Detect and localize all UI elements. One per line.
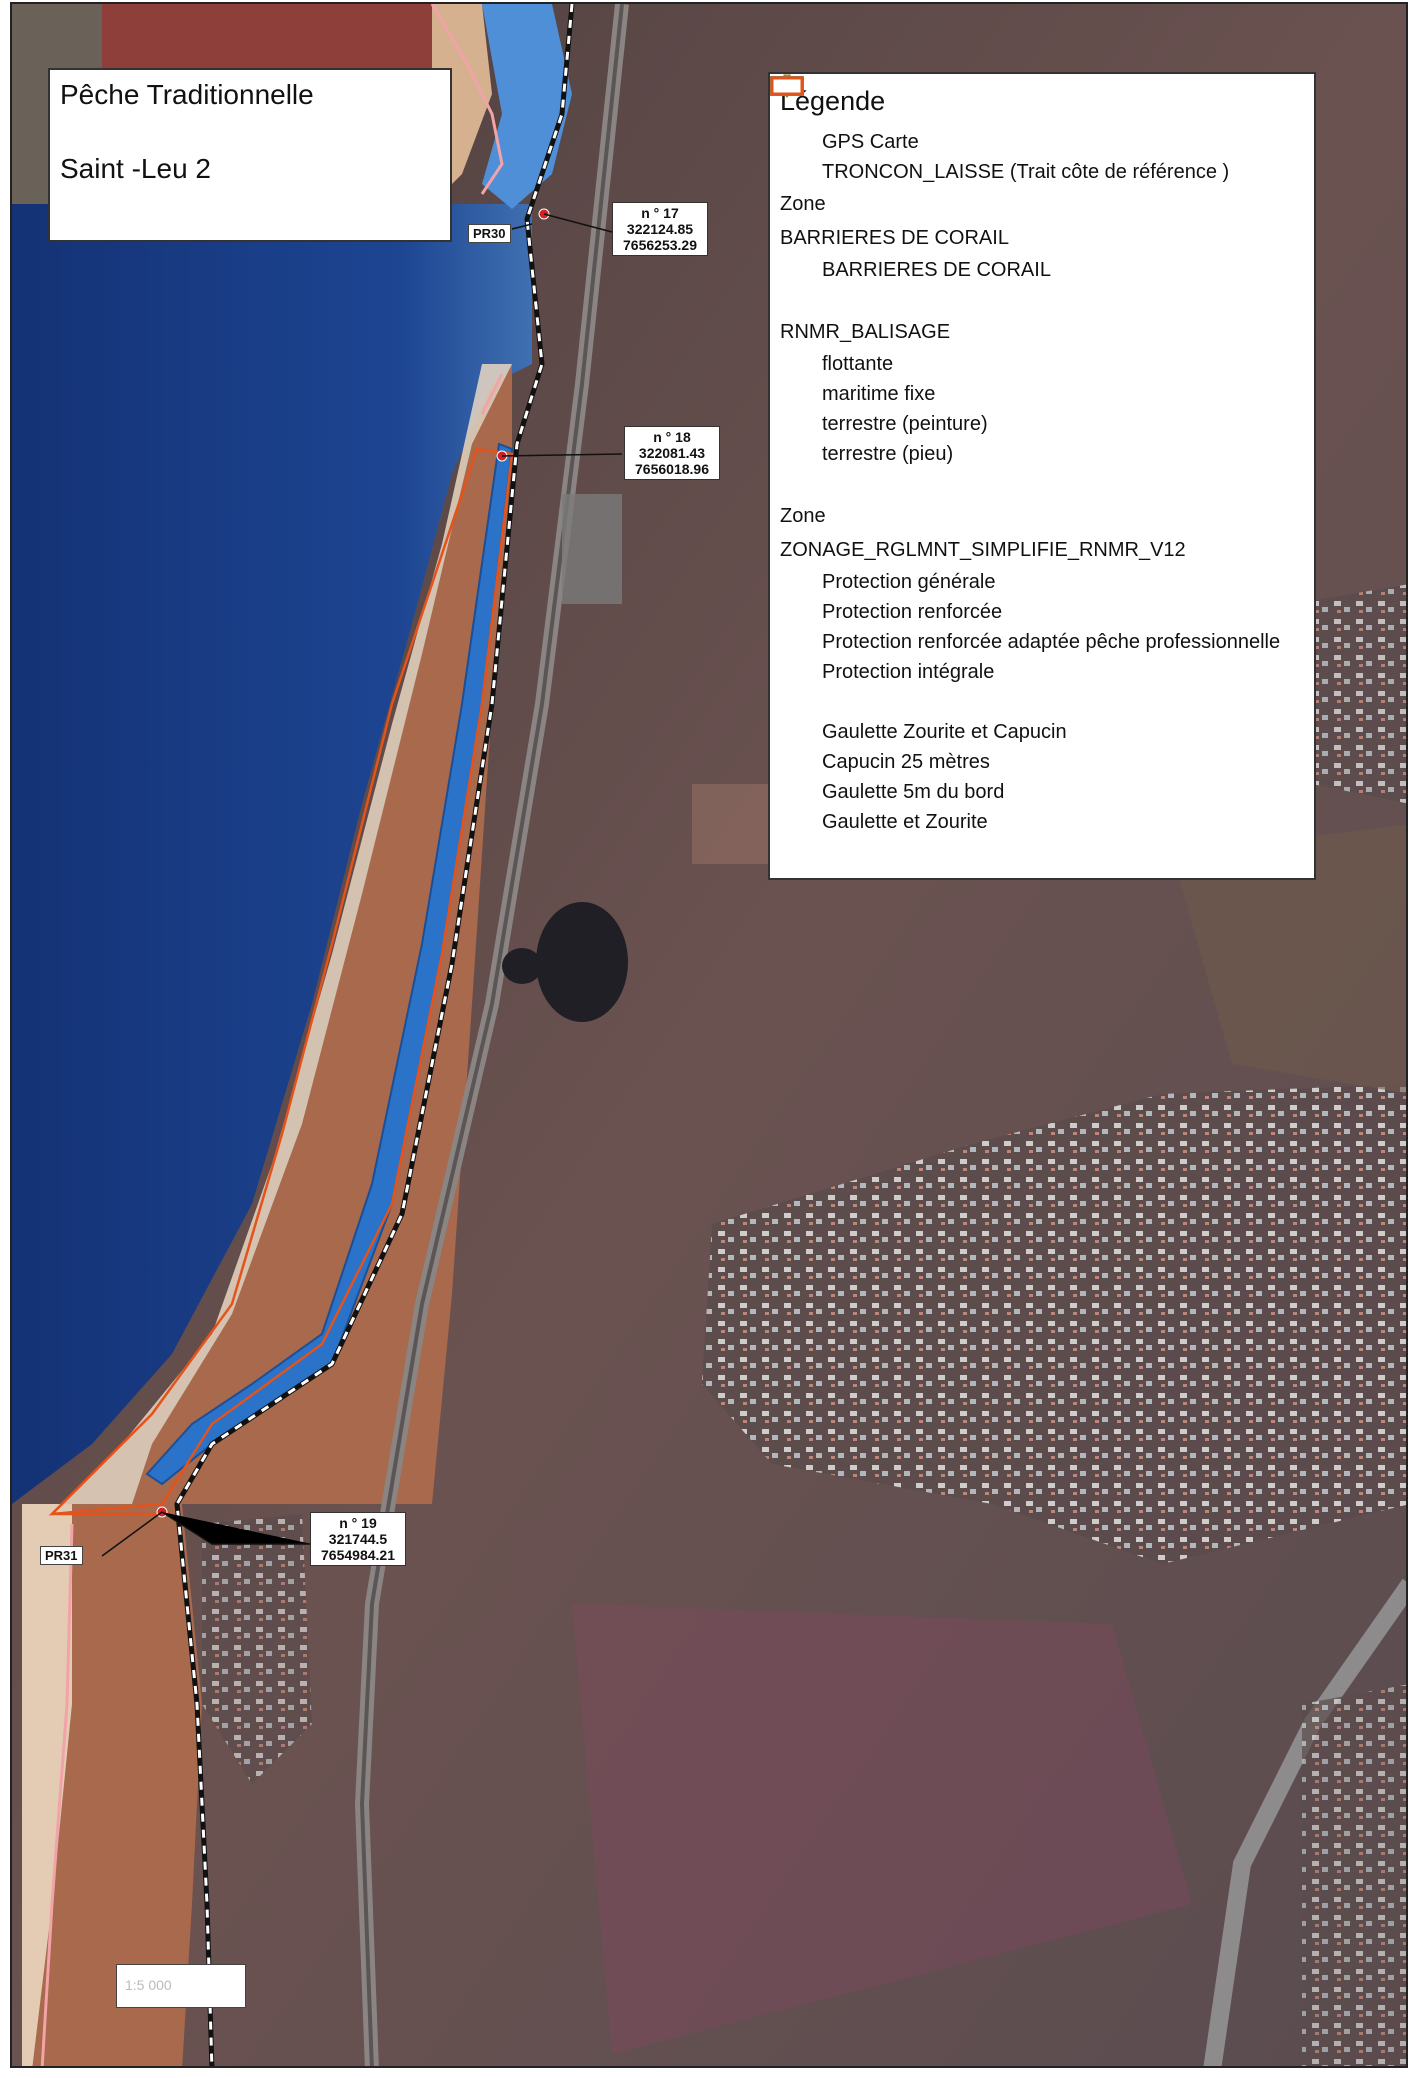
legend-item: terrestre (pieu) <box>778 78 1306 469</box>
marker-18-y: 7656018.96 <box>635 461 709 477</box>
legend-item-label: Protection renforcée <box>822 600 1003 623</box>
buoy-circle-icon <box>778 80 816 376</box>
outline-swatch-icon <box>770 76 816 744</box>
gps-point-icon <box>778 81 816 154</box>
marker-19-number: n ° 19 <box>339 1515 377 1531</box>
legend-heading: RNMR_BALISAGE <box>778 315 1306 349</box>
scale-text: 1:5 000 <box>125 1977 172 1993</box>
legend-title: Légende <box>780 86 886 116</box>
legend-item: Capucin 25 mètres <box>770 76 1306 777</box>
coral-line-icon <box>772 84 816 282</box>
legend-item: terrestre (peinture) <box>778 81 1306 439</box>
legend-item-label: terrestre (pieu) <box>822 442 954 465</box>
arrow-down-icon <box>777 74 816 406</box>
legend-heading-text: ZONAGE_RGLMNT_SIMPLIFIE_RNMR_V12 <box>780 538 1186 561</box>
fill-swatch-icon <box>770 76 816 774</box>
legend-item-label: maritime fixe <box>822 382 936 405</box>
legend-item-label: Protection renforcée adaptée pêche profe… <box>822 630 1281 653</box>
paint-square-icon <box>778 81 816 436</box>
legend-item: BARRIERES DE CORAIL <box>772 84 1306 285</box>
legend-heading: BARRIERES DE CORAIL <box>778 221 1306 255</box>
legend-item-label: Gaulette 5m du bord <box>822 780 1005 803</box>
legend-item: Gaulette et Zourite <box>770 76 1306 837</box>
legend-item: flottante <box>778 80 1306 379</box>
legend-item: Protection renforcée adaptée pêche profe… <box>770 76 1306 657</box>
marker-18-number: n ° 18 <box>653 429 691 445</box>
map-title-box: Pêche Traditionnelle Saint -Leu 2 <box>48 68 452 242</box>
legend-item-label: Capucin 25 mètres <box>822 750 990 773</box>
marker-17-y: 7656253.29 <box>623 237 697 253</box>
legend-item: GPS Carte <box>778 81 1306 157</box>
legend-item: TRONCON_LAISSE (Trait côte de référence … <box>772 84 1306 187</box>
legend-heading: ZONAGE_RGLMNT_SIMPLIFIE_RNMR_V12 <box>778 533 1306 567</box>
legend-item: Gaulette 5m du bord <box>770 76 1306 807</box>
marker-17-number: n ° 17 <box>641 205 679 221</box>
marker-17-label[interactable]: n ° 17 322124.85 7656253.29 <box>612 202 708 256</box>
legend-item-label: flottante <box>822 352 894 375</box>
legend-item-label: Gaulette et Zourite <box>822 810 988 833</box>
stake-diamond-icon <box>778 78 816 466</box>
legend-item: Protection renforcée <box>770 76 1306 627</box>
legend-item: Protection intégrale <box>770 76 1306 687</box>
fill-swatch-icon <box>770 76 816 684</box>
marker-18-label[interactable]: n ° 18 322081.43 7656018.96 <box>624 426 720 480</box>
legend-item-label: Protection intégrale <box>822 660 995 683</box>
marker-19-label[interactable]: n ° 19 321744.5 7654984.21 <box>310 1512 406 1566</box>
pr30-label: PR30 <box>468 224 511 243</box>
dashed-line-icon <box>772 84 816 184</box>
legend-heading: Zone <box>778 499 1306 533</box>
legend-heading: Zone <box>778 187 1306 221</box>
fill-swatch-icon <box>770 76 816 654</box>
marker-18-x: 322081.43 <box>638 445 706 461</box>
legend-item-label: terrestre (peinture) <box>822 412 988 435</box>
black-square-icon <box>778 78 816 496</box>
pr31-label: PR31 <box>40 1546 83 1565</box>
marker-19-y: 7654984.21 <box>321 1547 395 1563</box>
black-square-icon <box>778 78 816 714</box>
legend-item: Gaulette Zourite et Capucin <box>770 76 1306 747</box>
map-subtitle: Saint -Leu 2 <box>60 153 211 184</box>
marker-19-x: 321744.5 <box>328 1531 388 1547</box>
fill-swatch-icon <box>770 76 816 624</box>
legend-item <box>778 78 1306 315</box>
marker-17-x: 322124.85 <box>626 221 694 237</box>
legend-item: maritime fixe <box>777 74 1306 409</box>
legend-heading-text: RNMR_BALISAGE <box>780 320 951 343</box>
fill-swatch-icon <box>770 76 816 594</box>
map-canvas[interactable]: Pêche Traditionnelle Saint -Leu 2 n ° 17… <box>10 2 1408 2068</box>
legend-item-label: GPS Carte <box>822 130 919 153</box>
legend-heading-text: Zone <box>780 504 826 527</box>
legend-item: Protection générale <box>770 76 1306 597</box>
legend-item-label: Protection générale <box>822 570 996 593</box>
legend-item-label: TRONCON_LAISSE (Trait côte de référence … <box>822 160 1230 183</box>
legend-item-label: Gaulette Zourite et Capucin <box>822 720 1067 743</box>
legend-heading-text: Zone <box>780 192 826 215</box>
legend-item <box>778 78 1306 717</box>
scale-box: 1:5 000 <box>116 1964 246 2008</box>
legend-item <box>778 78 1306 499</box>
map-title: Pêche Traditionnelle <box>60 79 314 110</box>
fill-swatch-icon <box>770 76 816 804</box>
legend-heading-text: BARRIERES DE CORAIL <box>780 226 1009 249</box>
black-square-icon <box>778 78 816 312</box>
outline-swatch-icon <box>770 76 816 834</box>
legend-item-label: BARRIERES DE CORAIL <box>822 258 1051 281</box>
